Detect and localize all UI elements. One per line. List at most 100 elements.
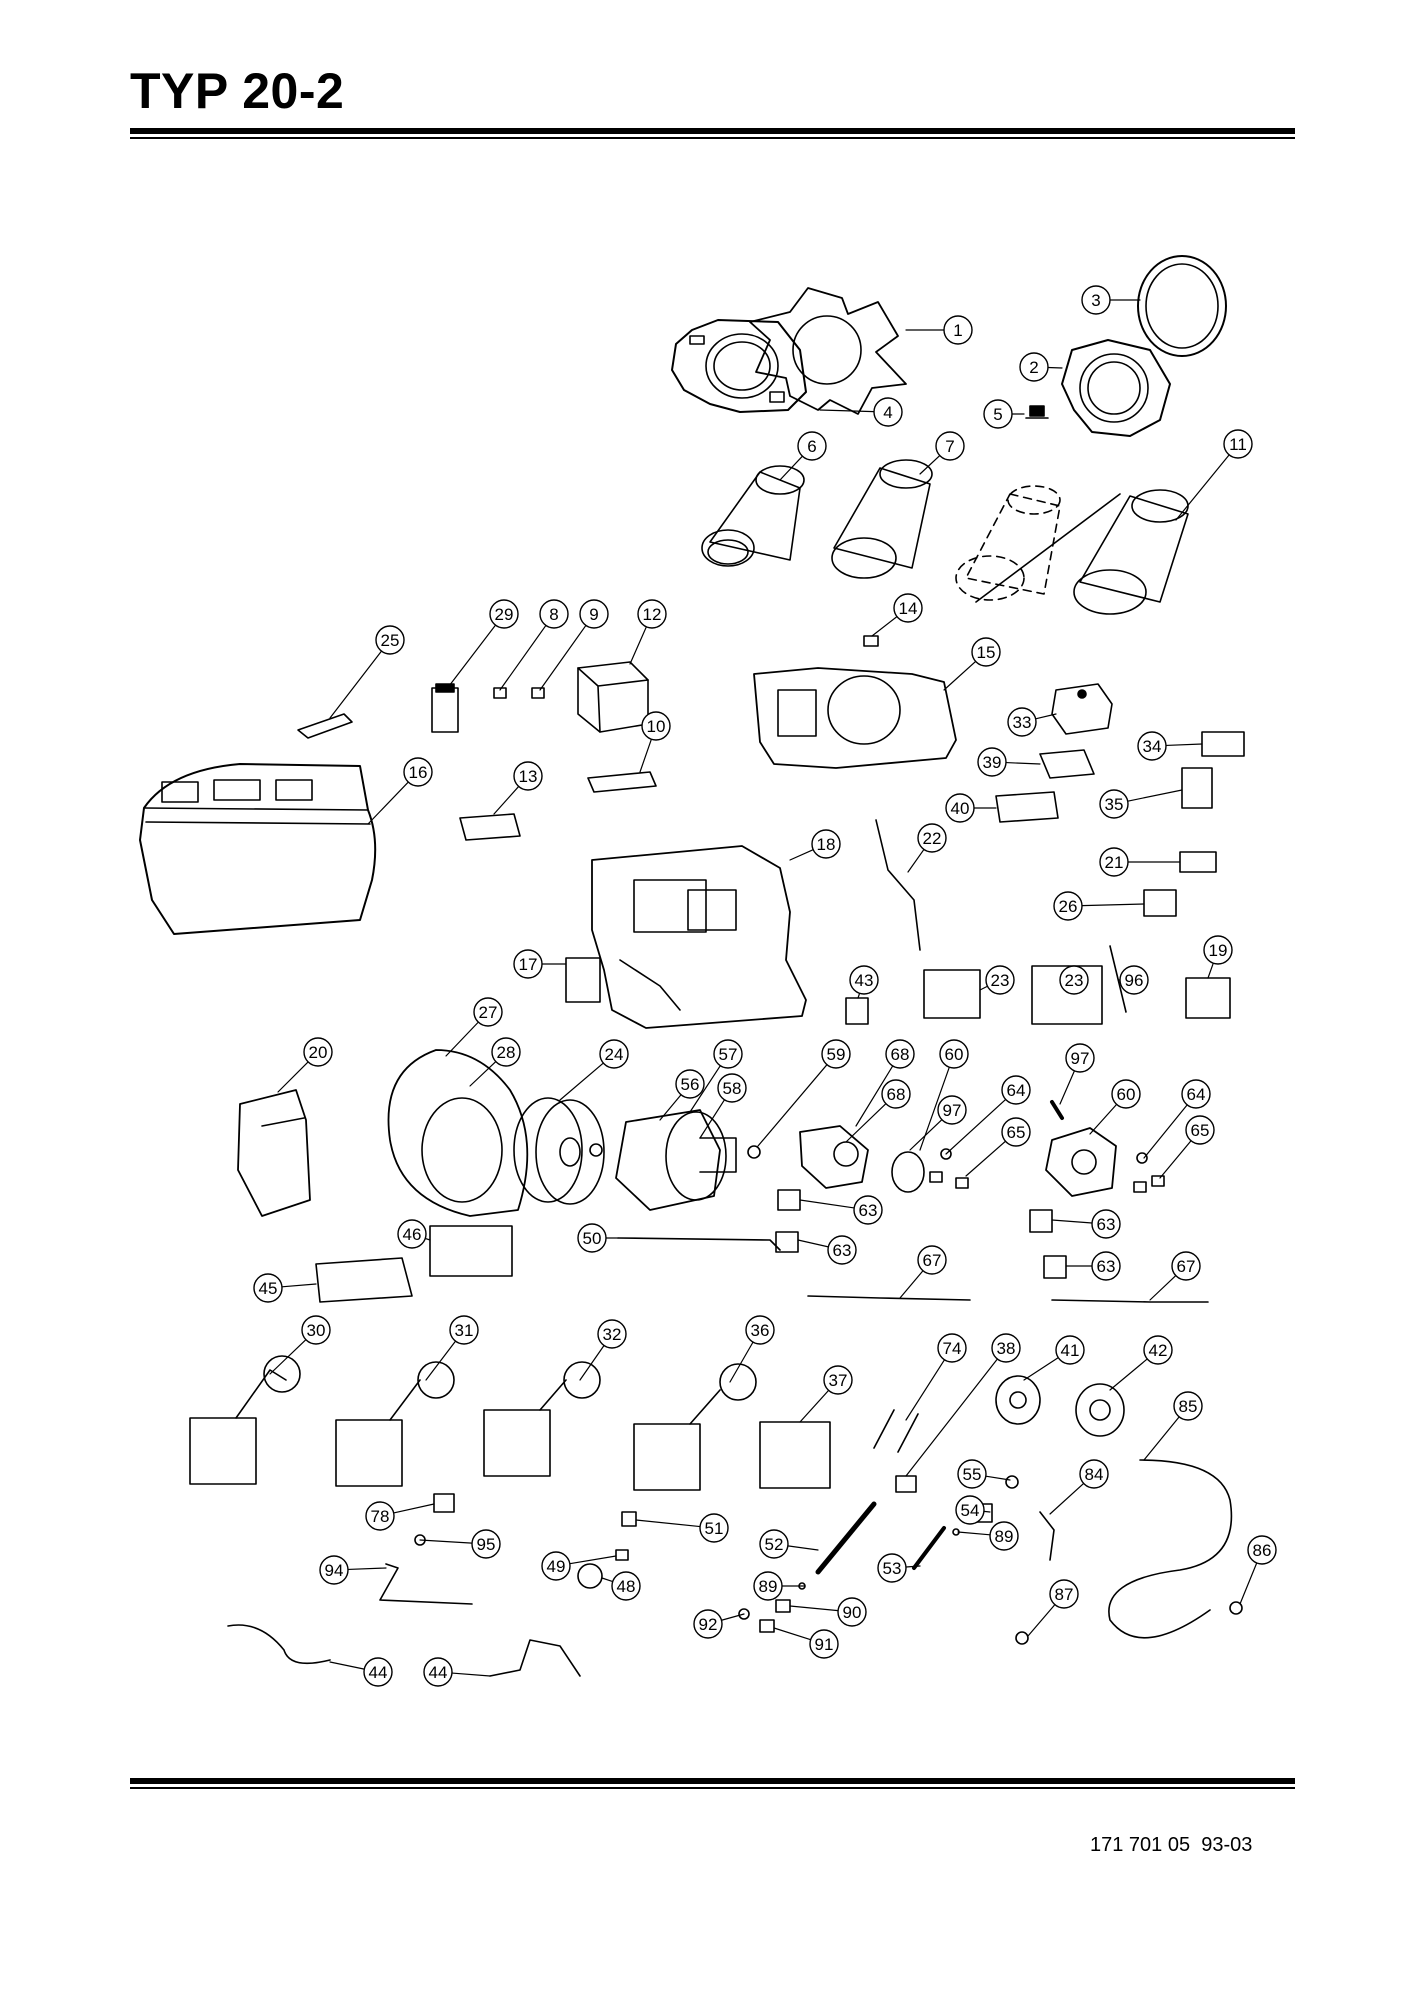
callout-42: 42 [1143, 1335, 1173, 1365]
leader-line [729, 1341, 754, 1383]
part-nipple-51 [621, 1511, 637, 1527]
callout-circle [881, 1079, 911, 1109]
callout-89: 89 [989, 1521, 1019, 1551]
callout-circle [1055, 1335, 1085, 1365]
callout-label: 23 [991, 971, 1010, 990]
callout-44: 44 [423, 1657, 453, 1687]
part-tube-6 [701, 465, 805, 567]
callout-label: 97 [943, 1101, 962, 1120]
leader-line [905, 1358, 998, 1477]
leader-line [281, 1283, 317, 1288]
callout-65: 65 [1185, 1115, 1215, 1145]
footer-rule [130, 1778, 1295, 1789]
callout-circle [513, 761, 543, 791]
part-coil-63c [1029, 1209, 1053, 1233]
callout-circle [319, 1555, 349, 1585]
leader-line [445, 1021, 479, 1057]
callout-8: 8 [539, 599, 569, 629]
callout-1: 1 [943, 315, 973, 345]
callout-label: 65 [1191, 1121, 1210, 1140]
leader-line [1143, 1416, 1180, 1461]
callout-label: 11 [1229, 435, 1247, 454]
part-housing-cover-15 [753, 667, 957, 769]
callout-circle [1143, 1335, 1173, 1365]
callout-circle [253, 1273, 283, 1303]
callout-6: 6 [797, 431, 827, 461]
callout-circle [675, 1069, 705, 1099]
callout-label: 18 [817, 835, 836, 854]
leader-line [539, 624, 587, 691]
part-cover-16 [139, 763, 377, 935]
part-wires-84 [1039, 1511, 1055, 1561]
part-clip-8 [493, 687, 507, 699]
callout-89: 89 [753, 1571, 783, 1601]
part-nut-91 [759, 1619, 775, 1633]
callout-label: 6 [807, 437, 816, 456]
callout-circle [1099, 847, 1129, 877]
callout-circle [579, 599, 609, 629]
leader-line [819, 409, 875, 413]
leader-line [329, 650, 383, 719]
callout-label: 50 [583, 1229, 602, 1248]
callout-41: 41 [1055, 1335, 1085, 1365]
callout-label: 28 [497, 1043, 516, 1062]
leader-line [919, 454, 941, 475]
leader-line [909, 1119, 943, 1151]
callout-circle [1119, 965, 1149, 995]
leader-line [451, 1672, 491, 1677]
callout-label: 37 [829, 1371, 848, 1390]
callout-label: 89 [995, 1527, 1014, 1546]
callout-label: 20 [309, 1043, 328, 1062]
callout-label: 29 [495, 605, 514, 624]
callout-16: 16 [403, 757, 433, 787]
leader-line [579, 1344, 605, 1381]
callout-circle [1007, 707, 1037, 737]
part-controller-23b [1031, 965, 1103, 1025]
callout-21: 21 [1099, 847, 1129, 877]
callout-circle [1111, 1079, 1141, 1109]
callout-circle [597, 1319, 627, 1349]
part-connector-21 [1179, 851, 1217, 873]
callout-circle [1137, 731, 1167, 761]
leader-line [569, 1555, 617, 1565]
callout-circle [853, 1195, 883, 1225]
part-controller-23a [923, 969, 981, 1019]
callout-86: 86 [1247, 1535, 1277, 1565]
callout-label: 64 [1007, 1081, 1026, 1100]
leader-line [689, 1065, 721, 1113]
part-base-housing-18 [591, 845, 807, 1029]
callout-31: 31 [449, 1315, 479, 1345]
callout-10: 10 [641, 711, 671, 741]
callout-circle [873, 397, 903, 427]
leader-line [779, 455, 804, 481]
part-terminal-46 [429, 1225, 513, 1277]
callout-18: 18 [811, 829, 841, 859]
callout-label: 26 [1059, 897, 1078, 916]
callout-56: 56 [675, 1069, 705, 1099]
callout-7: 7 [935, 431, 965, 461]
callout-33: 33 [1007, 707, 1037, 737]
callout-67: 67 [917, 1245, 947, 1275]
callout-64: 64 [1001, 1075, 1031, 1105]
callout-54: 54 [955, 1495, 985, 1525]
leader-line [1175, 454, 1230, 521]
part-tube-7 [831, 459, 933, 579]
part-screw-5 [1025, 405, 1049, 419]
leader-line [845, 1103, 887, 1143]
part-cover-45 [315, 1257, 413, 1303]
callout-label: 45 [259, 1279, 278, 1298]
callout-circle [1001, 1117, 1031, 1147]
leader-line [1005, 761, 1041, 765]
leader-line [789, 1605, 839, 1612]
part-seal-64b [1136, 1152, 1148, 1164]
callout-37: 37 [823, 1365, 853, 1395]
part-ball-92 [738, 1608, 750, 1620]
callout-circle [1049, 1579, 1079, 1609]
callout-label: 7 [945, 437, 954, 456]
part-spring-97b [1050, 1100, 1064, 1120]
callout-label: 90 [843, 1603, 862, 1622]
leader-line [445, 624, 497, 691]
callout-91: 91 [809, 1629, 839, 1659]
callout-85: 85 [1173, 1391, 1203, 1421]
